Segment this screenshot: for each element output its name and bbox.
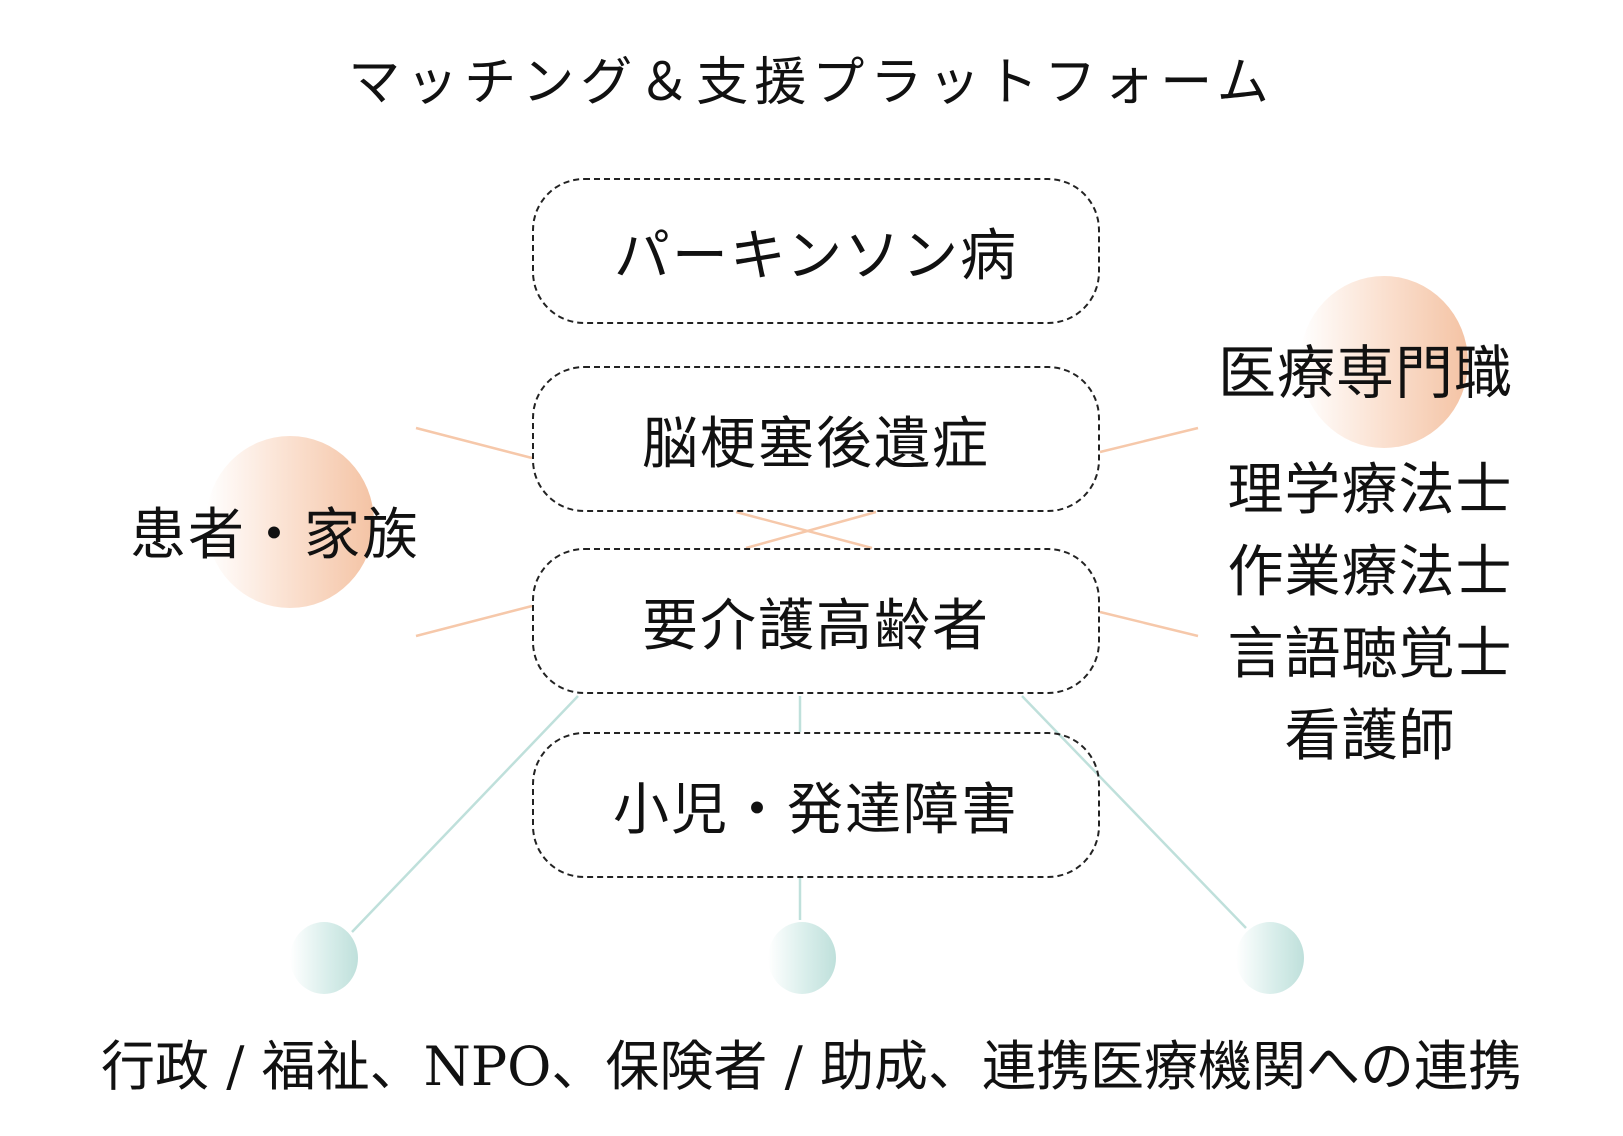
right-partner-node: [1236, 922, 1304, 994]
condition-label: 小児・発達障害: [613, 777, 1019, 843]
condition-label: パーキンソン病: [613, 223, 1019, 289]
professionals-heading: 医療専門職: [1218, 339, 1514, 407]
connector-stroke-to-professionals: [1099, 426, 1199, 454]
condition-label: 脳梗塞後遺症: [642, 411, 990, 477]
patient-node-circle: [206, 436, 374, 608]
profession-item: 言語聴覚士: [1227, 622, 1513, 687]
connector-cross-b: [745, 510, 877, 550]
patient-family-label: 患者・家族: [130, 503, 420, 568]
condition-box-elderly-care[interactable]: 要介護高齢者: [532, 548, 1100, 694]
profession-item: 理学療法士: [1227, 458, 1513, 523]
partners-caption: 行政 / 福祉、NPO、保険者 / 助成、連携医療機関への連携: [101, 1035, 1522, 1098]
connector-patient-to-stroke: [415, 426, 533, 460]
connector-patient-to-elderly: [415, 604, 533, 638]
page-title: マッチング＆支援プラットフォーム: [348, 53, 1275, 113]
professions-list: 理学療法士 作業療法士 言語聴覚士 看護師: [1210, 450, 1530, 778]
center-partner-node: [768, 922, 836, 994]
condition-box-stroke[interactable]: 脳梗塞後遺症: [532, 366, 1100, 512]
connector-cross-a: [735, 510, 873, 550]
connector-elderly-to-professionals: [1099, 610, 1199, 638]
profession-item: 作業療法士: [1227, 540, 1513, 605]
condition-box-parkinsons[interactable]: パーキンソン病: [532, 178, 1100, 324]
professional-node-circle: [1300, 276, 1468, 448]
left-partner-node: [290, 922, 358, 994]
profession-item: 看護師: [1284, 704, 1456, 769]
condition-label: 要介護高齢者: [642, 593, 990, 659]
connector-to-left-partner: [351, 695, 579, 933]
condition-box-pediatric[interactable]: 小児・発達障害: [532, 732, 1100, 878]
